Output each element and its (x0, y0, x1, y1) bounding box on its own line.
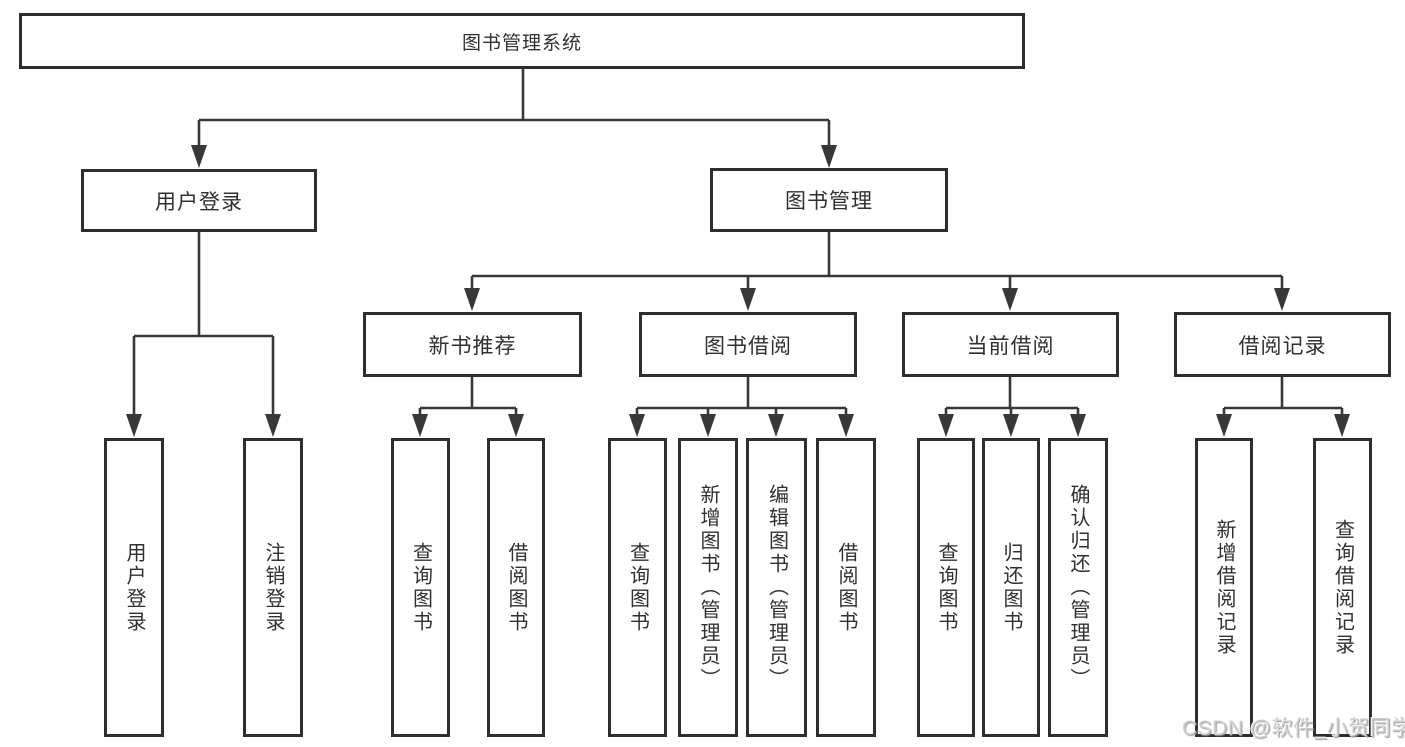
arrow-down-icon (191, 145, 207, 168)
node-label-current-borrowing: 当前借阅 (966, 334, 1055, 358)
leaf-box-add-books-admin: 新增图书（管理员） (678, 438, 738, 737)
leaf-label-borrow-books-recommend: 借阅图书 (505, 541, 527, 634)
node-label-borrowing-records: 借阅记录 (1238, 334, 1327, 358)
leaf-box-borrow-books: 借阅图书 (816, 438, 876, 737)
leaf-label-borrow-books: 借阅图书 (835, 541, 857, 634)
arrow-down-icon (629, 414, 645, 437)
arrow-down-icon (700, 414, 716, 437)
leaf-box-user-login: 用户登录 (104, 438, 164, 737)
arrow-down-icon (1334, 414, 1350, 437)
leaf-label-query-borrow-record: 查询借阅记录 (1331, 518, 1354, 657)
leaf-box-borrow-books-recommend: 借阅图书 (487, 438, 545, 737)
leaf-box-query-borrow-record: 查询借阅记录 (1313, 438, 1372, 737)
arrow-down-icon (1216, 414, 1232, 437)
leaf-box-query-books-recommend: 查询图书 (391, 438, 450, 737)
arrow-down-icon (740, 288, 756, 311)
arrow-down-icon (126, 414, 142, 437)
arrow-down-icon (838, 414, 854, 437)
node-box-current-borrowing: 当前借阅 (902, 312, 1119, 377)
arrow-down-icon (412, 414, 428, 437)
arrow-down-icon (821, 145, 837, 168)
leaf-label-query-books-recommend: 查询图书 (409, 541, 432, 634)
arrow-down-icon (1002, 288, 1018, 311)
leaf-label-confirm-return-admin: 确认归还（管理员） (1067, 484, 1089, 691)
node-label-user-login: 用户登录 (155, 190, 243, 214)
leaf-label-query-books-borrowing: 查询图书 (626, 541, 649, 634)
arrow-down-icon (464, 288, 480, 311)
node-box-user-login: 用户登录 (81, 169, 317, 232)
csdn-watermark: CSDN @软件_小贺同学 (1182, 717, 1405, 740)
leaf-box-query-books-borrowing: 查询图书 (608, 438, 667, 737)
node-label-book-management: 图书管理 (785, 190, 873, 213)
node-box-borrowing-records: 借阅记录 (1174, 312, 1391, 377)
node-box-book-management: 图书管理 (710, 168, 948, 232)
node-label-new-book-recommend: 新书推荐 (428, 334, 517, 358)
arrow-down-icon (1070, 414, 1086, 437)
leaf-label-add-borrow-record: 新增借阅记录 (1213, 518, 1235, 657)
node-label-root: 图书管理系统 (461, 32, 582, 54)
leaf-box-return-books: 归还图书 (982, 438, 1040, 737)
leaf-label-edit-books-admin: 编辑图书（管理员） (765, 484, 788, 691)
arrow-down-icon (1274, 288, 1290, 311)
node-box-root: 图书管理系统 (19, 13, 1025, 69)
node-box-new-book-recommend: 新书推荐 (363, 312, 582, 377)
arrow-down-icon (265, 414, 281, 437)
node-label-book-borrowing: 图书借阅 (704, 334, 792, 358)
arrow-down-icon (768, 414, 784, 437)
leaf-box-logout: 注销登录 (243, 438, 303, 737)
arrow-down-icon (1003, 414, 1019, 437)
leaf-box-edit-books-admin: 编辑图书（管理员） (746, 438, 807, 737)
leaf-box-confirm-return-admin: 确认归还（管理员） (1048, 438, 1108, 737)
leaf-box-query-books-current: 查询图书 (917, 438, 975, 737)
node-box-book-borrowing: 图书借阅 (639, 312, 857, 377)
leaf-label-add-books-admin: 新增图书（管理员） (697, 484, 719, 691)
leaf-label-return-books: 归还图书 (1000, 541, 1022, 634)
leaf-label-user-login: 用户登录 (123, 541, 145, 634)
arrow-down-icon (508, 414, 524, 437)
leaf-label-logout: 注销登录 (262, 541, 284, 634)
arrow-down-icon (938, 414, 954, 437)
leaf-label-query-books-current: 查询图书 (935, 541, 957, 634)
leaf-box-add-borrow-record: 新增借阅记录 (1195, 438, 1253, 737)
